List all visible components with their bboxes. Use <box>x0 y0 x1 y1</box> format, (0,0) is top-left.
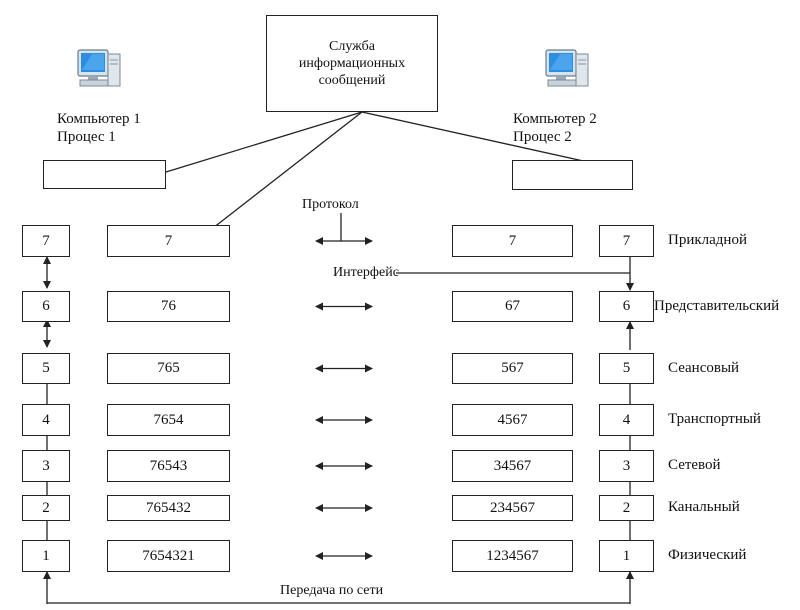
layer-name-6: Представительский <box>654 297 780 314</box>
service-to-layer7-line <box>212 111 363 229</box>
layer-number-right-1: 1 <box>599 540 654 572</box>
layer-header-right-1: 1234567 <box>452 540 573 572</box>
layer-number-left-2: 2 <box>22 495 70 521</box>
layer-number-left-3: 3 <box>22 450 70 482</box>
layer-header-right-3: 34567 <box>452 450 573 482</box>
layer-header-left-3: 76543 <box>107 450 230 482</box>
layer-header-right-6: 67 <box>452 291 573 322</box>
computer-1-label: Компьютер 1 Процес 1 <box>57 110 141 146</box>
layer-number-right-5: 5 <box>599 353 654 384</box>
layer-number-right-4: 4 <box>599 404 654 436</box>
layer-name-2: Канальный <box>668 499 740 515</box>
protocol-label: Протокол <box>302 197 359 212</box>
layer-name-5: Сеансовый <box>668 359 740 376</box>
layer-header-left-7: 7 <box>107 225 230 257</box>
computer-2-name: Компьютер 2 <box>513 111 597 127</box>
layer-number-left-5: 5 <box>22 353 70 384</box>
computer-1-process: Процес 1 <box>57 129 116 145</box>
layer-name-1: Физический <box>668 547 747 563</box>
service-line-2: информационных <box>298 56 406 71</box>
layer-header-left-4: 7654 <box>107 404 230 436</box>
layer-name-4: Транспортный <box>668 411 761 427</box>
layer-number-left-7: 7 <box>22 225 70 257</box>
computer-1-name: Компьютер 1 <box>57 111 141 127</box>
layer-header-right-4: 4567 <box>452 404 573 436</box>
process-1-box <box>43 160 166 189</box>
layer-header-left-1: 7654321 <box>107 540 230 572</box>
layer-name-3: Сетевой <box>668 457 721 473</box>
layer-header-left-5: 765 <box>107 353 230 384</box>
process-2-box <box>512 160 633 190</box>
computer-2-icon <box>540 48 592 101</box>
protocol-arrows <box>315 237 373 560</box>
service-line-1: Служба <box>329 39 375 54</box>
message-service-box: Служба информационных сообщений <box>266 15 438 112</box>
computer-1-icon <box>72 48 124 101</box>
layer-header-left-2: 765432 <box>107 495 230 521</box>
layer-name-7: Прикладной <box>668 232 747 248</box>
layer-number-right-3: 3 <box>599 450 654 482</box>
layer-number-right-6: 6 <box>599 291 654 322</box>
layer-number-right-7: 7 <box>599 225 654 257</box>
layer-number-right-2: 2 <box>599 495 654 521</box>
layer-number-left-4: 4 <box>22 404 70 436</box>
layer-header-right-5: 567 <box>452 353 573 384</box>
interface-label: Интерфейс <box>333 265 399 280</box>
layer-number-left-6: 6 <box>22 291 70 322</box>
layer-header-right-2: 234567 <box>452 495 573 521</box>
computer-2-label: Компьютер 2 Процес 2 <box>513 110 597 146</box>
layer-number-left-1: 1 <box>22 540 70 572</box>
network-transmission-label: Передача по сети <box>280 583 384 598</box>
computer-2-process: Процес 2 <box>513 129 572 145</box>
layer-header-right-7: 7 <box>452 225 573 257</box>
layer-header-left-6: 76 <box>107 291 230 322</box>
service-to-process1-line <box>165 111 363 173</box>
service-line-3: сообщений <box>318 73 386 88</box>
